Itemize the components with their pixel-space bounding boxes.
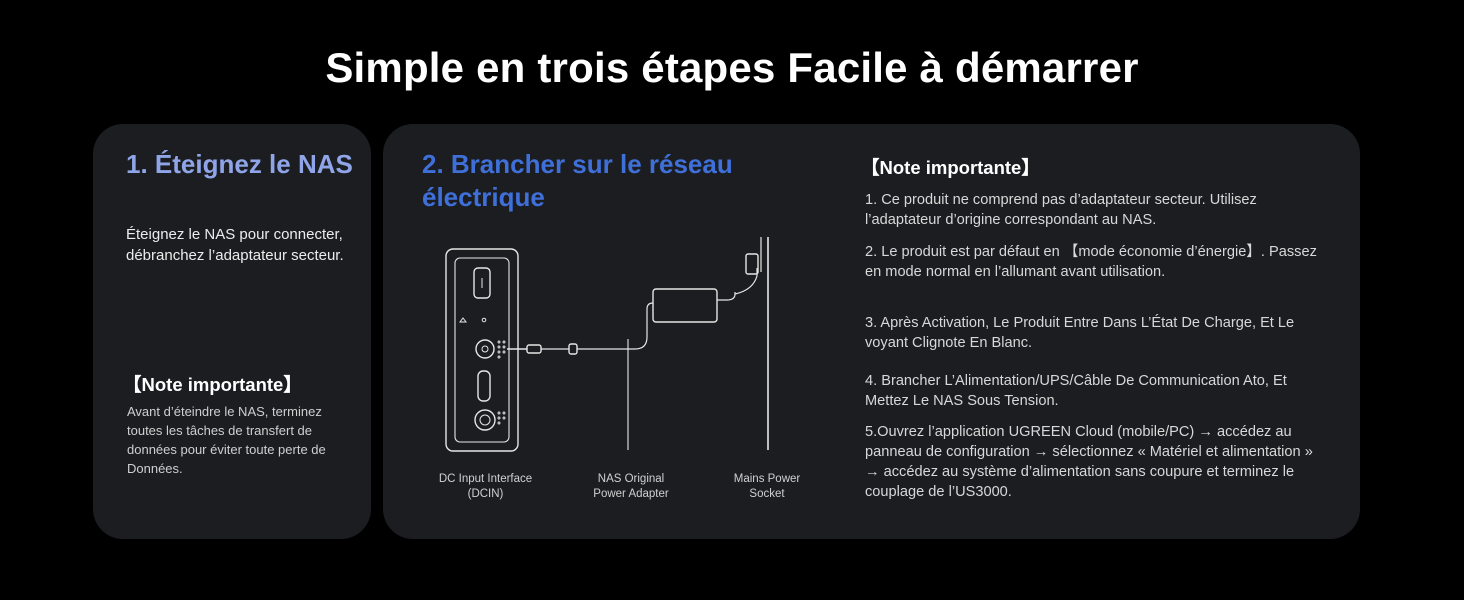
page-title: Simple en trois étapes Facile à démarrer: [325, 44, 1139, 91]
step1-note-text: Avant d’éteindre le NAS, terminez toutes…: [127, 404, 326, 476]
label-power-adapter: NAS Original Power Adapter: [593, 473, 669, 500]
power-adapter-outline: [652, 288, 718, 323]
label-dc-input: DC Input Interface (DCIN): [438, 473, 533, 500]
step2-card: 2. Brancher sur le réseau électrique: [383, 124, 1360, 539]
socket-plug: [745, 253, 759, 275]
step2-note-heading: 【Note importante】: [861, 157, 1040, 178]
label-mains-socket: Mains Power Socket: [733, 473, 801, 500]
dcin-port: [475, 339, 495, 359]
step1-card: 1. Éteignez le NAS Éteignez le NAS pour …: [93, 124, 371, 539]
nas-device-outline: [445, 248, 519, 452]
note-item-3: 3. Après Activation, Le Produit Entre Da…: [865, 315, 1295, 351]
step1-note-heading: 【Note importante】: [123, 374, 302, 395]
note-item-1: 1. Ce produit ne comprend pas d’adaptate…: [865, 192, 1257, 228]
note-item-2: 2. Le produit est par défaut en 【mode éc…: [865, 244, 1317, 280]
step2-title: 2. Brancher sur le réseau électrique: [422, 149, 733, 212]
note-item-4: 4. Brancher L’Alimentation/UPS/Câble De …: [865, 373, 1287, 409]
step1-title: 1. Éteignez le NAS: [126, 149, 353, 179]
connection-diagram: DC Input Interface (DCIN) NAS Original P…: [423, 236, 843, 500]
step1-description: Éteignez le NAS pour connecter, débranch…: [126, 226, 344, 264]
nas-power-diagram-illustration: [445, 237, 769, 452]
note-item-5: 5.Ouvrez l’application UGREEN Cloud (mob…: [865, 424, 1313, 500]
